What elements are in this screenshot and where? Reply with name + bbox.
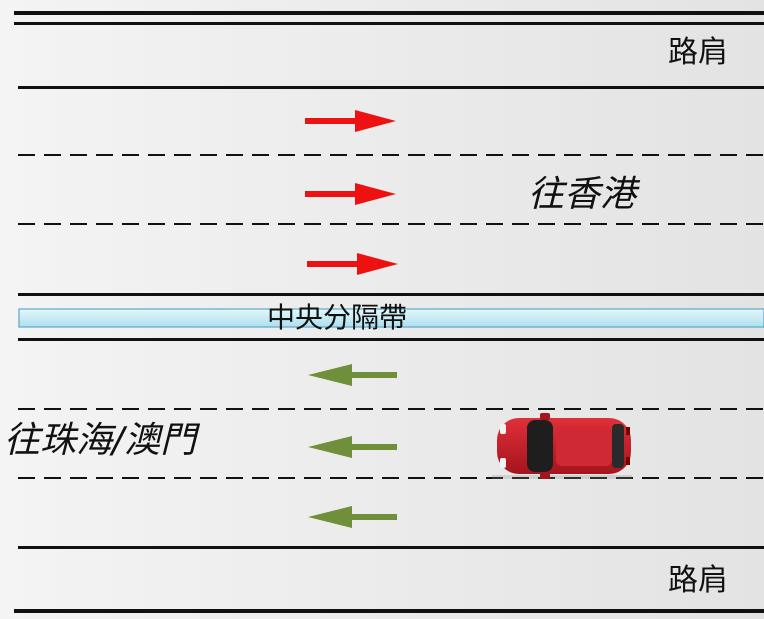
bottom-shoulder-line xyxy=(18,546,764,549)
shoulder-label-top: 路肩 xyxy=(668,35,728,70)
top-edge-line-outer xyxy=(14,11,764,15)
median-label: 中央分隔帶 xyxy=(267,301,408,334)
top-shoulder-line xyxy=(18,86,764,89)
arrow-left-icon xyxy=(308,436,397,458)
top-edge-line-inner xyxy=(14,22,764,25)
arrow-right-icon xyxy=(305,183,396,205)
arrow-right-icon xyxy=(305,110,396,132)
arrow-left-icon xyxy=(308,506,397,528)
arrow-left-icon xyxy=(308,364,397,386)
zhuhai-inner-edge-line xyxy=(18,338,764,341)
arrow-right-icon xyxy=(307,253,398,275)
median-strip xyxy=(18,308,764,328)
car-icon xyxy=(492,413,632,479)
bottom-edge-line xyxy=(14,609,764,613)
hk-inner-edge-line xyxy=(18,293,764,296)
shoulder-label-bottom: 路肩 xyxy=(668,563,728,598)
direction-label-hong-kong: 往香港 xyxy=(528,174,637,215)
direction-label-zhuhai-macau: 往珠海/澳門 xyxy=(4,420,197,461)
